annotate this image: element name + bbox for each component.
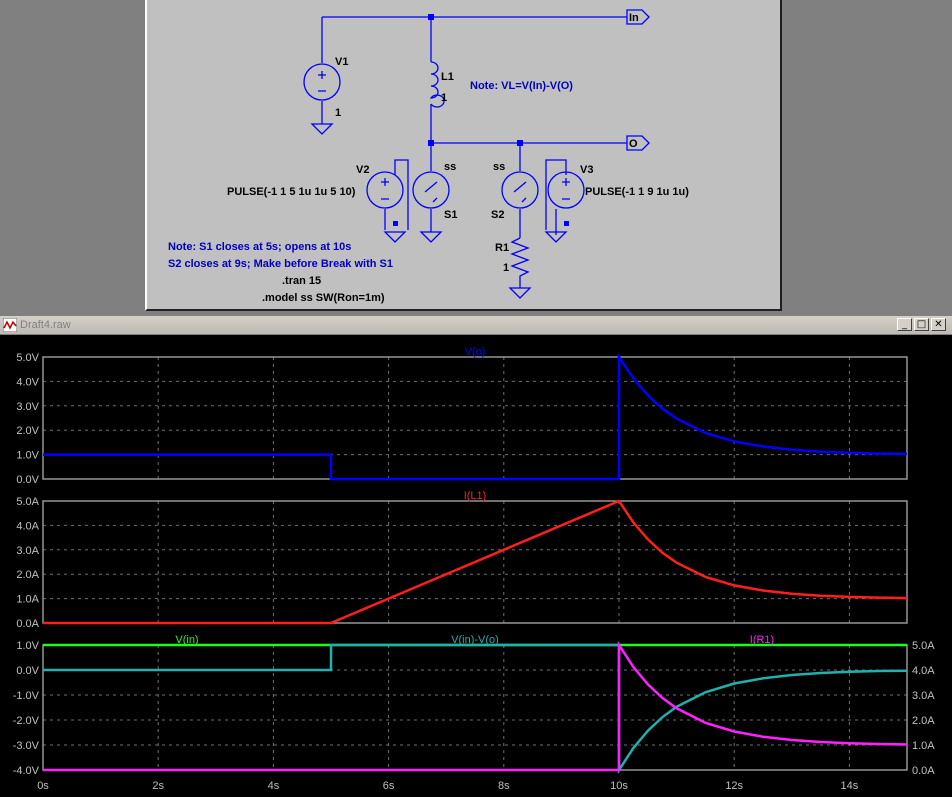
- svg-text:L1: L1: [441, 71, 454, 83]
- trace-i-l1-: [43, 499, 908, 625]
- note-s1: Note: S1 closes at 5s; opens at 10s: [168, 241, 351, 253]
- svg-text:S1: S1: [444, 209, 457, 221]
- pane-frame: [42, 644, 908, 771]
- schematic-diagram[interactable]: In O V1 1 L1 1 Note: VL=V(In)-V(O) V2 PU: [0, 0, 952, 315]
- junction-dots: [393, 14, 569, 226]
- svg-text:V1: V1: [335, 56, 348, 68]
- x-tick-label: 10s: [610, 780, 628, 792]
- window-title: Draft4.raw: [20, 319, 71, 331]
- svg-text:R1: R1: [495, 242, 509, 254]
- pane-frame: [42, 500, 908, 624]
- y-tick-label: 0.0A: [16, 618, 39, 630]
- pane-frame: [42, 356, 908, 480]
- y-tick-label: 5.0V: [16, 352, 39, 364]
- x-tick-label: 6s: [383, 780, 395, 792]
- y-tick-label: 1.0V: [16, 450, 39, 462]
- y-right-tick-label: 3.0A: [912, 690, 935, 702]
- y-tick-label: -3.0V: [13, 740, 40, 752]
- y-right-tick-label: 4.0A: [912, 665, 935, 677]
- ground-symbol: [544, 231, 568, 243]
- trace-v-in-v-o-: [43, 643, 908, 775]
- svg-text:ss: ss: [444, 161, 456, 173]
- ground-symbol: [383, 231, 443, 243]
- y-tick-label: 3.0V: [16, 401, 39, 413]
- svg-text:V3: V3: [580, 164, 593, 176]
- svg-text:PULSE(-1 1 9 1u 1u): PULSE(-1 1 9 1u 1u): [585, 186, 689, 198]
- y-right-tick-label: 1.0A: [912, 740, 935, 752]
- waveform-plot[interactable]: 0.0V 1.0V 2.0V 3.0V 4.0V 5.0V V(o) 0.0A 1.0A 2.0A…: [0, 335, 952, 797]
- close-button[interactable]: ✕: [931, 318, 946, 331]
- waveform-titlebar[interactable]: Draft4.raw _ □ ✕: [0, 316, 952, 335]
- note-s2: S2 closes at 9s; Make before Break with …: [168, 258, 393, 270]
- resistor-r1[interactable]: R1 1: [495, 237, 530, 280]
- trace-label: V(in): [175, 634, 198, 646]
- y-right-tick-label: 2.0A: [912, 715, 935, 727]
- x-tick-label: 4s: [268, 780, 280, 792]
- trace-label: I(R1): [750, 634, 774, 646]
- y-tick-label: 5.0A: [16, 496, 39, 508]
- minimize-button[interactable]: _: [897, 318, 912, 331]
- waveform-window: Draft4.raw _ □ ✕ 0.0V 1.0V 2.0V 3.0V 4.0V 5.0…: [0, 316, 952, 797]
- trace-label: I(L1): [464, 490, 487, 502]
- y-tick-label: 4.0V: [16, 376, 39, 388]
- schematic-area: In O V1 1 L1 1 Note: VL=V(In)-V(O) V2 PU: [0, 0, 952, 315]
- ground-symbol: [508, 287, 532, 299]
- y-right-tick-label: 5.0A: [912, 640, 935, 652]
- y-tick-label: 3.0A: [16, 545, 39, 557]
- svg-text:1: 1: [441, 92, 447, 104]
- y-tick-label: -4.0V: [13, 765, 40, 777]
- svg-text:V2: V2: [356, 164, 369, 176]
- inductor-l1[interactable]: L1 1: [429, 61, 454, 108]
- model-directive[interactable]: .model ss SW(Ron=1m): [262, 292, 385, 304]
- voltage-source-v2[interactable]: V2 PULSE(-1 1 5 1u 1u 5 10): [227, 164, 404, 209]
- voltage-source-v1[interactable]: V1 1: [303, 56, 348, 119]
- svg-text:S2: S2: [491, 209, 504, 221]
- x-tick-label: 12s: [725, 780, 743, 792]
- y-tick-label: 0.0V: [16, 665, 39, 677]
- svg-text:1: 1: [335, 107, 341, 119]
- y-tick-label: 2.0A: [16, 569, 39, 581]
- note-vl: Note: VL=V(In)-V(O): [470, 80, 573, 92]
- trace-i-r1-: [43, 640, 908, 772]
- y-tick-label: 1.0V: [16, 640, 39, 652]
- x-tick-label: 0s: [37, 780, 49, 792]
- ground-symbol: [310, 123, 334, 135]
- schematic-wires: [321, 16, 627, 288]
- schematic-sheet[interactable]: [145, 0, 782, 311]
- trace-label: V(o): [465, 346, 486, 358]
- y-tick-label: 4.0A: [16, 520, 39, 532]
- trace-v-o-: [43, 352, 908, 481]
- y-tick-label: 0.0V: [16, 474, 39, 486]
- y-tick-label: 1.0A: [16, 594, 39, 606]
- svg-text:PULSE(-1 1 5 1u 1u 5 10): PULSE(-1 1 5 1u 1u 5 10): [227, 186, 356, 198]
- waveform-app-icon: [3, 318, 17, 332]
- net-flag-in[interactable]: In: [626, 9, 650, 25]
- voltage-source-v3[interactable]: V3 PULSE(-1 1 9 1u 1u): [547, 164, 689, 209]
- y-tick-label: -2.0V: [13, 715, 40, 727]
- tran-directive[interactable]: .tran 15: [282, 275, 321, 287]
- svg-text:O: O: [629, 138, 638, 150]
- y-right-tick-label: 0.0A: [912, 765, 935, 777]
- svg-text:In: In: [629, 12, 639, 24]
- x-tick-label: 8s: [498, 780, 510, 792]
- net-flag-out[interactable]: O: [626, 135, 650, 151]
- svg-text:ss: ss: [493, 161, 505, 173]
- svg-text:1: 1: [503, 262, 509, 274]
- switch-s2[interactable]: ss S2: [491, 161, 539, 221]
- y-tick-label: 2.0V: [16, 425, 39, 437]
- x-tick-label: 14s: [841, 780, 859, 792]
- switch-s1[interactable]: ss S1: [412, 161, 457, 221]
- x-tick-label: 2s: [152, 780, 164, 792]
- maximize-button[interactable]: □: [914, 318, 929, 331]
- trace-label: V(in)-V(o): [451, 634, 499, 646]
- y-tick-label: -1.0V: [13, 690, 40, 702]
